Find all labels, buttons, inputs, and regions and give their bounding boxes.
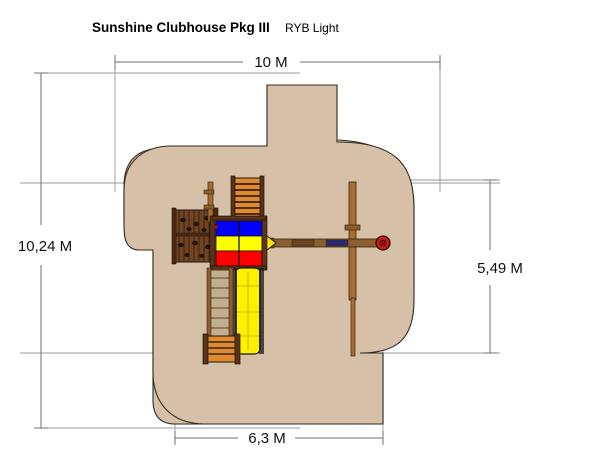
swing-seat-disc bbox=[375, 235, 391, 251]
page-title: Sunshine Clubhouse Pkg III bbox=[92, 20, 270, 35]
dimension-label-bottom: 6,3 M bbox=[248, 430, 286, 447]
slide bbox=[232, 267, 264, 355]
corner-post-left bbox=[203, 181, 215, 223]
central-tower bbox=[209, 215, 268, 271]
stair-bottom bbox=[202, 333, 241, 365]
dimension-label-top: 10 M bbox=[254, 54, 287, 71]
dimension-label-right: 5,49 M bbox=[477, 260, 523, 277]
safety-zone-body bbox=[123, 84, 415, 425]
playground-equipment-group bbox=[171, 175, 391, 365]
ladder-bottom bbox=[206, 267, 234, 339]
swing-beam bbox=[261, 237, 385, 249]
dimension-label-left: 10,24 M bbox=[18, 238, 72, 255]
safety-zone-group bbox=[123, 84, 415, 425]
page-subtitle: RYB Light bbox=[285, 21, 339, 35]
dimension-lines-group bbox=[34, 55, 497, 445]
ladder-top bbox=[230, 175, 265, 225]
